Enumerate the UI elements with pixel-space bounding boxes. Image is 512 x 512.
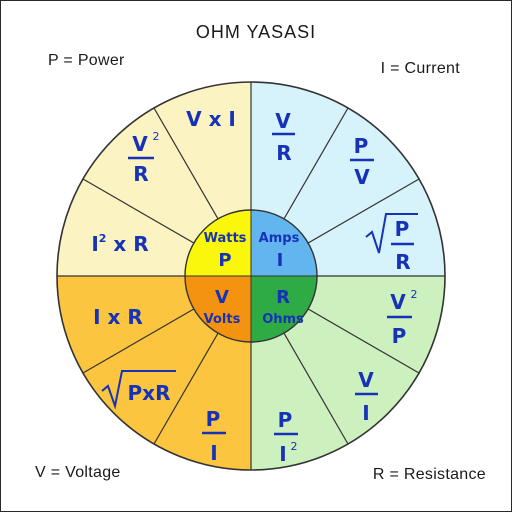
- current-center: [251, 210, 317, 276]
- svg-text:P: P: [354, 134, 369, 158]
- voltage-unit-label: Volts: [204, 312, 241, 327]
- formula-v-times-i: V x I: [186, 107, 236, 131]
- svg-text:P: P: [395, 217, 410, 241]
- formula-v-over-r: V R: [272, 109, 295, 165]
- svg-text:P: P: [392, 324, 407, 348]
- current-symbol: I: [277, 250, 284, 271]
- formula-v-over-i: V I: [355, 368, 378, 425]
- resistance-quadrant: [251, 276, 445, 470]
- voltage-definition: V = Voltage: [35, 464, 121, 481]
- svg-text:I: I: [210, 441, 217, 465]
- current-definition: I = Current: [380, 60, 460, 77]
- formula-v-squared-over-r: V 2 R: [128, 130, 160, 186]
- svg-text:2: 2: [411, 288, 418, 301]
- resistance-symbol: R: [276, 287, 290, 308]
- svg-text:PxR: PxR: [128, 381, 171, 405]
- resistance-unit-label: Ohms: [262, 312, 304, 327]
- wheel-outline: [56, 81, 446, 471]
- svg-text:2: 2: [291, 440, 298, 453]
- svg-text:V: V: [275, 109, 291, 133]
- formula-sqrt-p-times-r: PxR: [101, 370, 176, 410]
- power-definition: P = Power: [48, 52, 125, 69]
- formula-p-over-i-squared: P I 2: [274, 408, 298, 466]
- formula-sqrt-p-over-r: P R: [365, 213, 418, 274]
- current-unit-label: Amps: [259, 231, 300, 246]
- power-symbol: P: [218, 250, 231, 271]
- svg-text:P: P: [278, 408, 293, 432]
- resistance-center: [251, 276, 317, 342]
- voltage-symbol: V: [215, 287, 229, 308]
- svg-text:V: V: [390, 290, 406, 314]
- svg-text:I: I: [362, 401, 369, 425]
- svg-text:I2 x R: I2 x R: [91, 232, 148, 256]
- formula-i-squared-times-r: I2 x R: [91, 232, 148, 256]
- resistance-definition: R = Resistance: [372, 466, 486, 483]
- svg-text:V: V: [132, 132, 148, 156]
- current-quadrant: [251, 82, 445, 276]
- svg-text:V: V: [354, 165, 370, 189]
- svg-text:I: I: [279, 442, 286, 466]
- svg-text:P: P: [206, 407, 221, 431]
- svg-text:V: V: [358, 368, 374, 392]
- formula-v-squared-over-p: V 2 P: [387, 288, 418, 348]
- page-title: OHM YASASI: [195, 22, 317, 42]
- voltage-quadrant: [57, 276, 251, 470]
- power-unit-label: Watts: [204, 231, 247, 246]
- voltage-center: [185, 276, 251, 342]
- svg-text:R: R: [133, 162, 148, 186]
- power-center: [185, 210, 251, 276]
- formula-i-times-r: I x R: [93, 305, 143, 329]
- formula-p-over-v: P V: [350, 134, 374, 189]
- svg-text:2: 2: [153, 130, 160, 143]
- svg-text:R: R: [395, 250, 410, 274]
- formula-p-over-i: P I: [202, 407, 226, 465]
- svg-text:R: R: [276, 141, 291, 165]
- power-quadrant: [57, 82, 251, 276]
